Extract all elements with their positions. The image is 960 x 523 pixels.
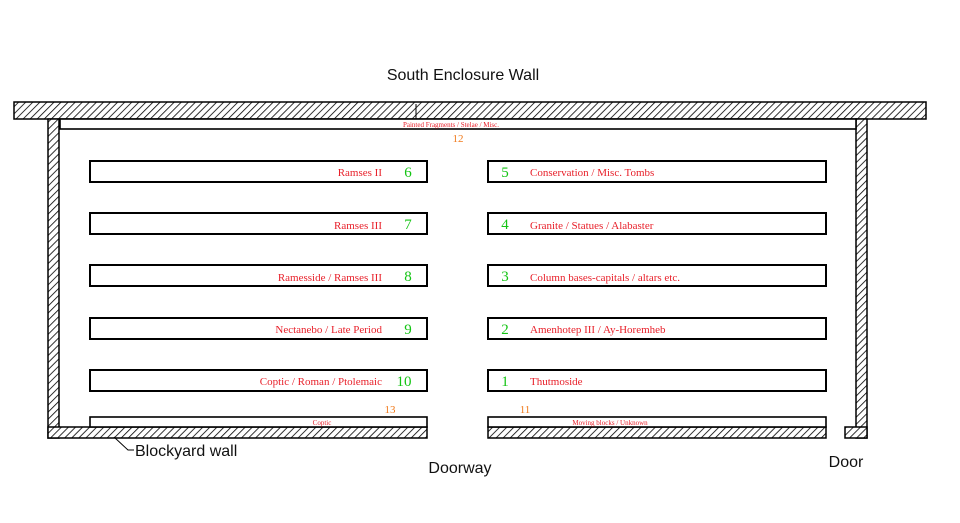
- left-row-number: 8: [404, 269, 412, 285]
- right-bar: [487, 160, 827, 183]
- right-bar: [487, 369, 827, 392]
- left-row-label: Nectanebo / Late Period: [275, 324, 382, 336]
- left-bar: [89, 264, 428, 287]
- right-row-number: 2: [501, 322, 509, 338]
- door-jamb: [844, 426, 868, 439]
- right-row-label: Thutmoside: [530, 376, 583, 388]
- right-row-number: 1: [501, 374, 509, 390]
- right-row-number: 4: [501, 217, 509, 233]
- right-row-label: Amenhotep III / Ay-Horemheb: [530, 324, 666, 336]
- right-row-2: 4 Granite / Statues / Alabaster: [487, 212, 827, 235]
- blockyard-wall-leader: [113, 436, 134, 451]
- blockyard-wall-bottom-left: [47, 426, 428, 439]
- bottom-strip-left-label: Coptic: [313, 419, 332, 427]
- diagram-title: South Enclosure Wall: [387, 67, 539, 84]
- left-row-number: 6: [404, 165, 412, 181]
- left-bar: [89, 369, 428, 392]
- right-row-5: 1 Thutmoside: [487, 369, 827, 392]
- right-row-1: 5 Conservation / Misc. Tombs: [487, 160, 827, 183]
- right-bar: [487, 317, 827, 340]
- blockyard-wall-label: Blockyard wall: [135, 443, 237, 460]
- bottom-strip-right-label: Moving blocks / Unknown: [572, 419, 648, 427]
- left-row-1: Ramses II 6: [89, 160, 428, 183]
- left-row-number: 10: [397, 374, 412, 390]
- right-column: 5 Conservation / Misc. Tombs 4 Granite /…: [487, 160, 827, 392]
- south-enclosure-wall: [13, 101, 927, 120]
- left-row-5: Coptic / Roman / Ptolemaic 10: [89, 369, 428, 392]
- right-row-number: 3: [501, 269, 509, 285]
- right-row-number: 5: [501, 165, 509, 181]
- left-bar: [89, 317, 428, 340]
- left-row-label: Ramesside / Ramses III: [278, 272, 383, 284]
- right-bar: [487, 264, 827, 287]
- right-bar: [487, 212, 827, 235]
- top-strip-label: Painted Fragments / Stelae / Misc.: [403, 121, 499, 129]
- left-row-label: Coptic / Roman / Ptolemaic: [260, 376, 382, 388]
- door-label: Door: [829, 454, 864, 471]
- right-row-4: 2 Amenhotep III / Ay-Horemheb: [487, 317, 827, 340]
- right-row-label: Conservation / Misc. Tombs: [530, 167, 654, 179]
- blockyard-wall-bottom-right: [487, 426, 827, 439]
- left-row-label: Ramses III: [334, 220, 382, 232]
- left-row-4: Nectanebo / Late Period 9: [89, 317, 428, 340]
- top-strip: [59, 118, 857, 130]
- left-row-number: 7: [404, 217, 412, 233]
- left-bar: [89, 160, 428, 183]
- left-bar: [89, 212, 428, 235]
- right-row-3: 3 Column bases-capitals / altars etc.: [487, 264, 827, 287]
- right-row-label: Column bases-capitals / altars etc.: [530, 272, 680, 284]
- top-strip-number: 12: [453, 133, 464, 145]
- left-column: Ramses II 6 Ramses III 7 Ramesside / Ram…: [89, 160, 428, 392]
- doorway-label: Doorway: [428, 460, 491, 477]
- blockyard-wall-right: [855, 118, 868, 439]
- bottom-strip-right-number: 11: [520, 404, 531, 416]
- blockyard-wall-left: [47, 118, 60, 439]
- left-row-label: Ramses II: [338, 167, 383, 179]
- left-row-number: 9: [404, 322, 412, 338]
- bottom-strip-left-number: 13: [385, 404, 397, 416]
- right-row-label: Granite / Statues / Alabaster: [530, 220, 654, 232]
- left-row-2: Ramses III 7: [89, 212, 428, 235]
- left-row-3: Ramesside / Ramses III 8: [89, 264, 428, 287]
- bottom-strip-left: [89, 416, 428, 428]
- bottom-strip-right: [487, 416, 827, 428]
